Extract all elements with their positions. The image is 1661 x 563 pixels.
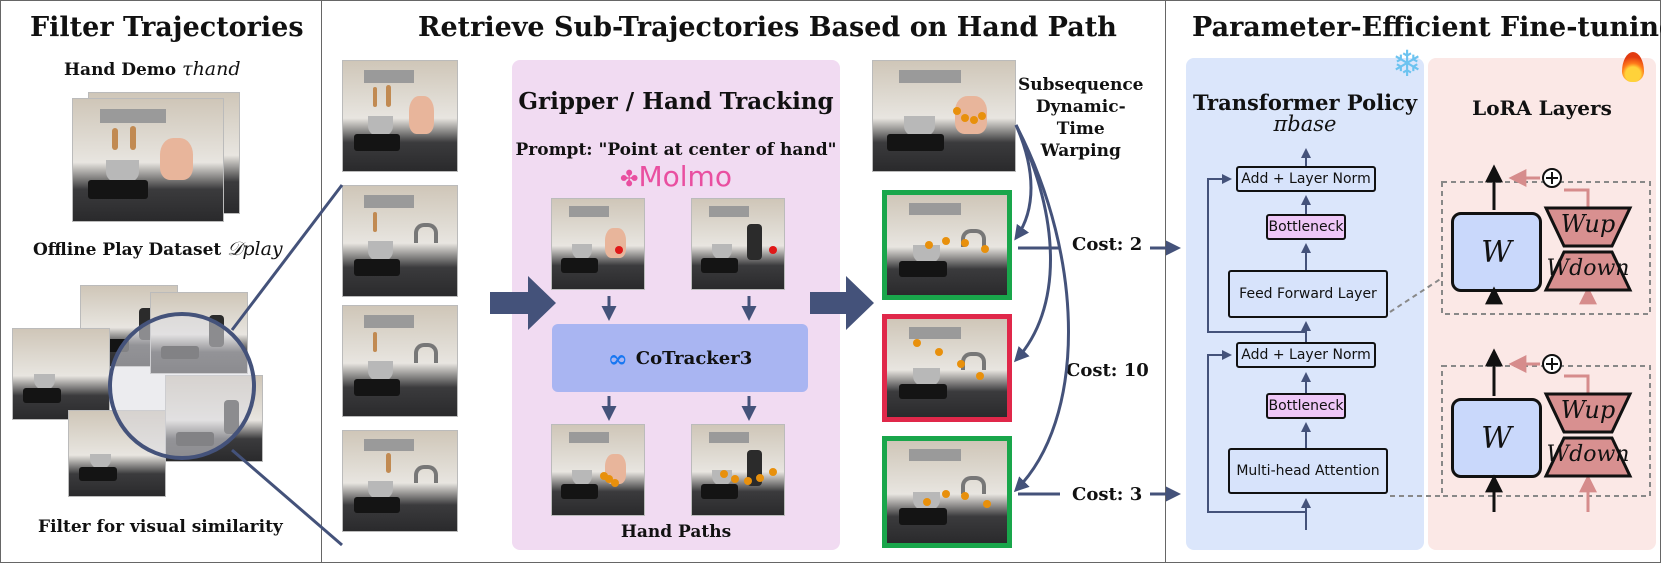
tracking-prompt: Prompt: "Point at center of hand" <box>515 140 837 160</box>
lora-bottom <box>1485 348 1633 512</box>
cost-label: Cost: 2 <box>1072 234 1143 255</box>
lora-w-down-label: Wdown <box>1546 442 1630 467</box>
retrieve-panel-title: Retrieve Sub-Trajectories Based on Hand … <box>418 12 1117 43</box>
match-frame-bad <box>882 314 1012 422</box>
add-layer-norm-block: Add + Layer Norm <box>1236 166 1376 192</box>
snowflake-icon: ❄ <box>1392 44 1423 85</box>
match-frame-good <box>882 190 1012 300</box>
tracking-frame <box>691 198 785 290</box>
bottleneck-block: Bottleneck <box>1266 393 1346 419</box>
lora-w-up-label: Wup <box>1560 210 1616 238</box>
query-path-frame <box>872 60 1016 172</box>
cost-label: Cost: 10 <box>1066 360 1149 381</box>
lora-w-up-label: Wup <box>1560 396 1616 424</box>
candidate-frame <box>342 60 458 172</box>
molmo-icon: ✤ <box>620 167 639 192</box>
dtw-arrow <box>1013 124 1070 493</box>
lora-top <box>1485 164 1633 305</box>
transformer-title: Transformer Policy <box>1192 90 1418 115</box>
tracking-title: Gripper / Hand Tracking <box>518 88 834 115</box>
pi-base-symbol: πbase <box>1273 112 1337 136</box>
bottleneck-block: Bottleneck <box>1266 214 1346 240</box>
hand-path-frame <box>691 424 785 516</box>
magnifier-circle <box>108 312 256 460</box>
lora-w-down-label: Wdown <box>1546 256 1630 281</box>
tracking-frame <box>551 198 645 290</box>
candidate-frame <box>342 305 458 417</box>
fire-icon <box>1622 52 1644 82</box>
lora-title: LoRA Layers <box>1472 96 1612 120</box>
filter-caption: Filter for visual similarity <box>38 517 283 537</box>
cost-label: Cost: 3 <box>1072 484 1143 505</box>
hand-demo-image <box>72 98 224 222</box>
flow-arrow <box>490 276 556 330</box>
filter-panel-title: Filter Trajectories <box>30 12 304 43</box>
finetune-panel-title: Parameter-Efficient Fine-tuning <box>1192 12 1661 43</box>
lora-w-matrix: W <box>1451 398 1542 478</box>
lora-w-matrix: W <box>1451 212 1542 292</box>
hand-demo-label: Hand Demo τhand <box>64 58 241 80</box>
match-frame-good <box>882 436 1012 548</box>
zoom-line <box>230 184 344 331</box>
feed-forward-block: Feed Forward Layer <box>1228 270 1388 318</box>
dataset-image <box>12 328 110 420</box>
meta-icon: ∞ <box>607 343 628 373</box>
candidate-frame <box>342 185 458 297</box>
hand-path-frame <box>551 424 645 516</box>
offline-dataset-symbol: 𝒟play <box>227 238 283 260</box>
zoom-line <box>231 448 343 547</box>
cotracker-box: ∞CoTracker3 <box>552 324 808 392</box>
flow-arrow <box>810 276 874 330</box>
multi-head-attention-block: Multi-head Attention <box>1228 448 1388 494</box>
hand-demo-symbol: τhand <box>182 58 241 80</box>
dtw-label: Subsequence Dynamic- Time Warping <box>1018 75 1144 161</box>
candidate-frame <box>342 430 458 532</box>
molmo-logo: ✤Molmo <box>620 160 732 193</box>
offline-dataset-label: Offline Play Dataset 𝒟play <box>33 238 283 260</box>
add-layer-norm-block: Add + Layer Norm <box>1236 342 1376 368</box>
hand-paths-label: Hand Paths <box>620 522 732 542</box>
